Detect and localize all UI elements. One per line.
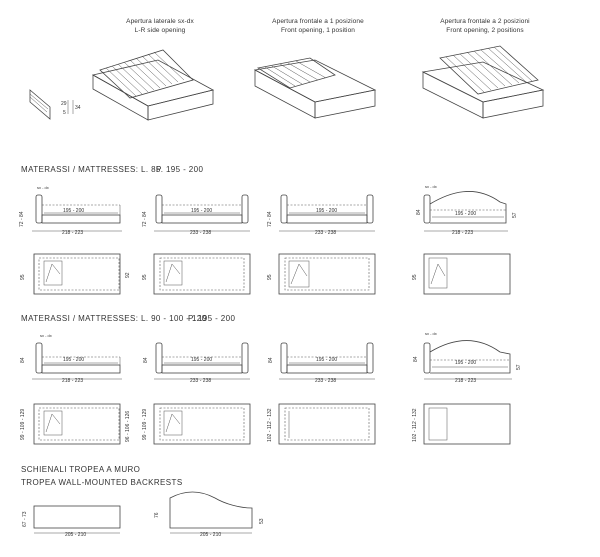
inner-dim: 195 - 200	[63, 208, 85, 214]
plan-view-1	[33, 253, 121, 295]
plan-view-6	[153, 403, 251, 445]
backrest-width-line	[170, 532, 252, 534]
outer-dim-line	[424, 230, 508, 232]
section3-title-it: SCHIENALI TROPEA A MURO	[21, 465, 141, 474]
outer-dim: 218 - 223	[452, 230, 474, 236]
outer-dim-line	[279, 230, 375, 232]
side-tag: sx - dx	[37, 185, 49, 190]
backrest-width-dim: 205 - 210	[65, 532, 87, 538]
plan-left-dim: 95	[142, 274, 148, 280]
backrest-height-dim: 76	[154, 512, 160, 518]
plan-left-dim: 99 - 109 - 129	[20, 408, 26, 440]
right-dim: 57	[516, 364, 522, 370]
plan-left-dim: 95	[267, 274, 273, 280]
outer-dim-line	[32, 378, 122, 380]
outer-dim: 218 - 223	[62, 378, 84, 384]
bed-front-one-position-illustration	[253, 57, 377, 119]
bed-front-two-positions-illustration	[421, 45, 545, 119]
section2-title: MATERASSI / MATTRESSES: L. 90 - 100 - 12…	[21, 314, 207, 323]
inner-dim: 195 - 200	[455, 360, 477, 366]
backrest-width-dim: 205 - 210	[200, 532, 222, 538]
plan-left-dim: 95	[412, 274, 418, 280]
outer-dim-line	[424, 378, 512, 380]
backrest-right-dim: 53	[259, 518, 265, 524]
caption-line2: Front opening, 2 positions	[446, 27, 524, 34]
inner-dim: 195 - 200	[316, 357, 338, 363]
side-tag: sx - dx	[425, 184, 437, 189]
height-dim: 72 - 84	[142, 211, 148, 227]
height-dim: 84	[143, 357, 149, 363]
height-dim: 72 - 84	[267, 211, 273, 227]
caption-line2: L-R side opening	[134, 27, 186, 34]
caption-line2: Front opening, 1 position	[280, 27, 356, 34]
side-view-4	[423, 191, 507, 224]
side-tag: sx - dx	[425, 331, 437, 336]
inner-dim: 195 - 200	[191, 357, 213, 363]
backrest-height-dim: 67 - 73	[22, 511, 28, 527]
side-view-5	[35, 342, 121, 374]
section1-depth: P. 195 - 200	[156, 165, 204, 174]
plan-left-dim: 99 - 109 - 129	[142, 408, 148, 440]
outer-dim: 233 - 238	[315, 230, 337, 236]
plan-view-5	[33, 403, 121, 445]
right-dim: 57	[512, 212, 518, 218]
height-label-29: 29	[61, 101, 67, 107]
side-tag: sx - dx	[40, 333, 52, 338]
inner-dim: 195 - 200	[63, 357, 85, 363]
height-dim: 84	[416, 209, 422, 215]
caption-line1: Apertura frontale a 1 posizione	[272, 18, 364, 25]
side-view-7	[280, 342, 374, 374]
side-view-8	[423, 340, 511, 374]
bed-side-opening-illustration	[91, 49, 215, 121]
height-dim: 84	[268, 357, 274, 363]
plan-left-dim: 95	[20, 274, 26, 280]
plan-right-dim: 96 - 106 - 126	[125, 410, 131, 442]
plan-view-4	[423, 253, 511, 295]
backrest-width-line	[34, 532, 120, 534]
height-dim: 72 - 84	[19, 211, 25, 227]
side-view-3	[280, 194, 374, 224]
plan-view-7	[278, 403, 376, 445]
height-label-5: 5	[63, 110, 66, 116]
opening-caption-front2: Apertura frontale a 2 posizioni Front op…	[415, 17, 555, 35]
opening-caption-front1: Apertura frontale a 1 posizione Front op…	[248, 17, 388, 35]
outer-dim: 233 - 238	[190, 378, 212, 384]
inner-dim: 195 - 200	[191, 208, 213, 214]
cropped-bed-illustration	[29, 89, 51, 120]
caption-line1: Apertura frontale a 2 posizioni	[440, 18, 530, 25]
side-view-6	[155, 342, 249, 374]
plan-view-3	[278, 253, 376, 295]
side-view-2	[155, 194, 249, 224]
plan-view-2	[153, 253, 251, 295]
plan-left-dim: 102 - 112 - 132	[267, 408, 273, 442]
outer-dim-line	[154, 230, 250, 232]
outer-dim: 218 - 223	[62, 230, 84, 236]
height-dim: 84	[413, 356, 419, 362]
height-dim: 84	[20, 357, 26, 363]
height-label-34: 34	[75, 105, 81, 111]
opening-caption-side: Apertura laterale sx-dx L-R side opening	[95, 17, 225, 35]
caption-line1: Apertura laterale sx-dx	[126, 18, 194, 25]
side-view-1	[35, 194, 121, 224]
inner-dim: 195 - 200	[316, 208, 338, 214]
backrest-view-2	[169, 491, 253, 529]
outer-dim-line	[279, 378, 375, 380]
plan-view-8	[423, 403, 511, 445]
height-dim-lines	[67, 100, 74, 114]
inner-dim: 195 - 200	[455, 211, 477, 217]
outer-dim-line	[32, 230, 122, 232]
outer-dim: 233 - 238	[190, 230, 212, 236]
plan-left-dim: 102 - 112 - 132	[412, 408, 418, 442]
section1-title: MATERASSI / MATTRESSES: L. 85	[21, 165, 161, 174]
backrest-view-1	[33, 505, 121, 529]
section2-depth: P. 195 - 200	[188, 314, 236, 323]
section3-title-en: TROPEA WALL-MOUNTED BACKRESTS	[21, 478, 183, 487]
outer-dim: 218 - 223	[455, 378, 477, 384]
outer-dim: 233 - 238	[315, 378, 337, 384]
plan-right-dim: 92	[125, 272, 131, 278]
outer-dim-line	[154, 378, 250, 380]
